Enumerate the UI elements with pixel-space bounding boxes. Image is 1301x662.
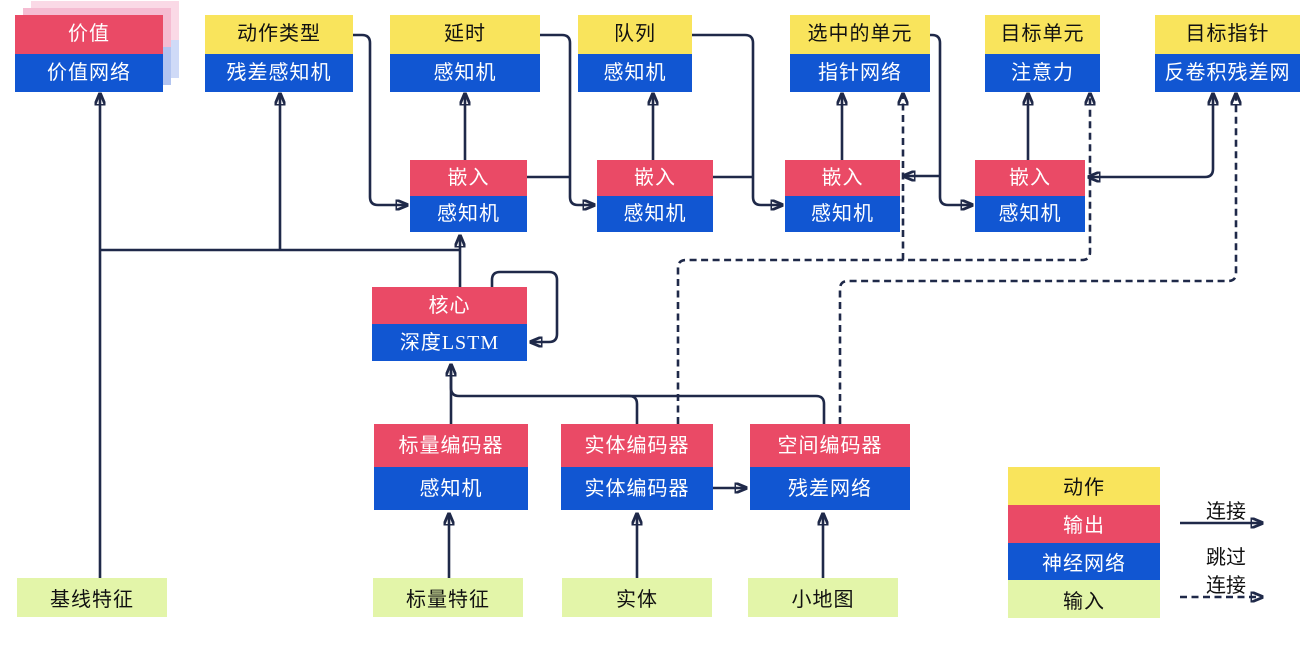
legend-solid-arrow-label: 连接: [1206, 501, 1246, 523]
target-point-network-label: 反卷积残差网: [1155, 53, 1300, 92]
embed-1-network-label: 感知机: [410, 196, 527, 232]
node-action-type: 动作类型 残差感知机: [205, 15, 353, 92]
input-minimap: 小地图: [748, 578, 898, 617]
spatial-encoder-network-label: 残差网络: [750, 467, 910, 510]
node-target-unit: 目标单元 注意力: [985, 15, 1100, 92]
embed-3-output-label: 嵌入: [785, 160, 900, 196]
queue-network-label: 感知机: [578, 53, 692, 92]
selected-units-network-label: 指针网络: [790, 53, 930, 92]
legend-output-swatch: 输出: [1008, 504, 1160, 543]
node-embed-4: 嵌入 感知机: [975, 160, 1085, 232]
queue-action-label: 队列: [578, 15, 692, 54]
skip-spatial-to-target-point: [838, 94, 1236, 424]
scalar-encoder-network-label: 感知机: [374, 467, 528, 510]
target-unit-network-label: 注意力: [985, 53, 1100, 92]
spatial-encoder-output-label: 空间编码器: [750, 424, 910, 467]
node-target-point: 目标指针 反卷积残差网: [1155, 15, 1300, 92]
legend-dashed-arrow-label-line2: 连接: [1206, 575, 1246, 597]
input-scalar-features: 标量特征: [373, 578, 523, 617]
node-queue: 队列 感知机: [578, 15, 692, 92]
core-output-label: 核心: [372, 287, 527, 324]
node-core: 核心 深度LSTM: [372, 287, 527, 361]
core-network-label: 深度LSTM: [372, 324, 527, 361]
legend-color-key: 动作 输出 神经网络 输入: [1008, 467, 1160, 618]
action-type-action-label: 动作类型: [205, 15, 353, 54]
embed-4-output-label: 嵌入: [975, 160, 1085, 196]
node-scalar-encoder: 标量编码器 感知机: [374, 424, 528, 510]
node-delay: 延时 感知机: [390, 15, 540, 92]
target-point-action-label: 目标指针: [1155, 15, 1300, 54]
embed-4-network-label: 感知机: [975, 196, 1085, 232]
selected-units-action-label: 选中的单元: [790, 15, 930, 54]
node-embed-1: 嵌入 感知机: [410, 160, 527, 232]
scalar-encoder-output-label: 标量编码器: [374, 424, 528, 467]
input-entity: 实体: [562, 578, 712, 617]
node-embed-2: 嵌入 感知机: [597, 160, 713, 232]
node-selected-units: 选中的单元 指针网络: [790, 15, 930, 92]
node-embed-3: 嵌入 感知机: [785, 160, 900, 232]
connector-entity-encoder-bus: [620, 394, 639, 424]
legend-dashed-arrow-label-line1: 跳过: [1206, 547, 1246, 569]
connector-embed4-target-point: [1089, 94, 1213, 177]
input-baseline-features: 基线特征: [17, 578, 167, 617]
delay-action-label: 延时: [390, 15, 540, 54]
value-network-label: 价值网络: [15, 53, 163, 92]
embed-3-network-label: 感知机: [785, 196, 900, 232]
action-type-network-label: 残差感知机: [205, 53, 353, 92]
legend-input-swatch: 输入: [1008, 580, 1160, 618]
embed-1-output-label: 嵌入: [410, 160, 527, 196]
connector-spatial-encoder-bus: [449, 372, 826, 424]
entity-encoder-network-label: 实体编码器: [561, 467, 713, 510]
target-unit-action-label: 目标单元: [985, 15, 1100, 54]
value-output-label: 价值: [15, 15, 163, 54]
connector-selected-units-to-embed4: [930, 33, 972, 205]
skip-entity-to-target-unit: [676, 94, 1090, 424]
entity-encoder-output-label: 实体编码器: [561, 424, 713, 467]
delay-network-label: 感知机: [390, 53, 540, 92]
node-spatial-encoder: 空间编码器 残差网络: [750, 424, 910, 510]
legend-neural-network-swatch: 神经网络: [1008, 542, 1160, 581]
legend-action-swatch: 动作: [1008, 467, 1160, 505]
node-value: 价值 价值网络: [15, 15, 163, 92]
embed-2-network-label: 感知机: [597, 196, 713, 232]
node-entity-encoder: 实体编码器 实体编码器: [561, 424, 713, 510]
embed-2-output-label: 嵌入: [597, 160, 713, 196]
